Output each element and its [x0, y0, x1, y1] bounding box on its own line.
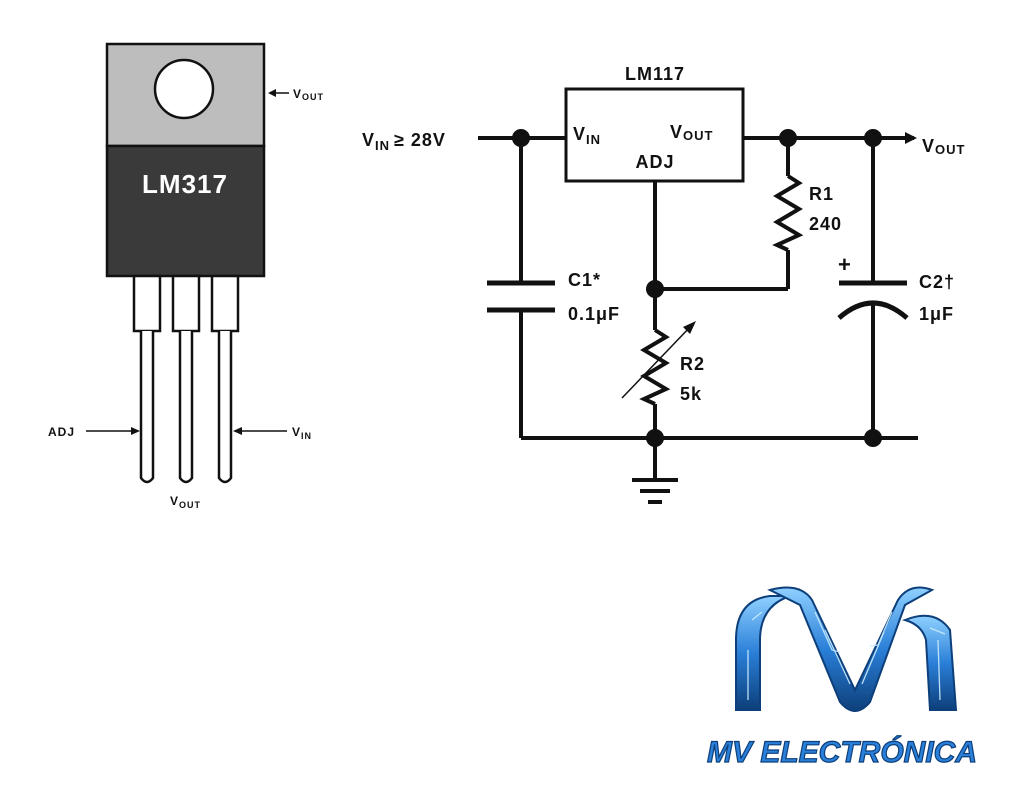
r2-variable-arrow	[621, 324, 693, 399]
pin-vin-sub: IN	[301, 431, 312, 441]
c1-name: C1*	[568, 270, 601, 290]
pin-adj-label: ADJ	[48, 425, 75, 439]
tab-pin-label: V	[293, 87, 302, 101]
r1-resistor	[772, 174, 804, 252]
regulator-schematic: LM117 VIN VOUT ADJ VIN≥ 28V VOUT C1* 0.1…	[362, 64, 965, 504]
r1-value: 240	[809, 214, 842, 234]
ic-pin-adj-label: ADJ	[635, 152, 674, 172]
mv-logo-mark	[735, 586, 958, 712]
node-ground-c2	[864, 429, 882, 447]
pin-vin-label: V	[292, 425, 301, 439]
svg-text:VIN≥ 28V: VIN ≥ 28V	[362, 130, 446, 153]
ic-pin-vout-label: V	[670, 122, 683, 142]
c2-name: C2†	[919, 272, 955, 292]
pin-vout-label: V	[170, 494, 179, 508]
input-label: V	[362, 130, 375, 150]
svg-text:VOUT: VOUT	[170, 494, 201, 510]
svg-text:VIN: VIN	[573, 124, 601, 147]
output-arrow	[905, 132, 917, 144]
ic-pin-vout-sub: OUT	[683, 128, 713, 143]
c2-value: 1μF	[919, 304, 954, 324]
node-ground-r2	[646, 429, 664, 447]
pin-vin-shoulder	[210, 274, 240, 333]
output-sub: OUT	[935, 142, 965, 157]
r2-name: R2	[680, 354, 705, 374]
ic-pin-vin-sub: IN	[586, 132, 601, 147]
package-part-label: LM317	[142, 169, 228, 199]
ic-title: LM117	[625, 64, 685, 84]
svg-text:VOUT: VOUT	[922, 136, 965, 157]
brand-name: MV ELECTRÓNICA	[707, 735, 977, 769]
package-pins	[132, 274, 240, 484]
circuit-traces	[747, 611, 946, 701]
brand-logo: MV ELECTRÓNICA	[706, 586, 978, 770]
vin-pin-callout: VIN	[233, 425, 312, 441]
tab-pin-sub: OUT	[302, 92, 324, 102]
pin-adj-shoulder	[132, 274, 162, 333]
c1-value: 0.1μF	[568, 304, 620, 324]
package-body	[105, 144, 266, 278]
pin-vout-sub: OUT	[179, 500, 201, 510]
to220-package: LM317 VOUT ADJ VIN VOUT	[48, 42, 324, 510]
pin-vout-shoulder	[171, 274, 201, 333]
ic-pin-vin-label: V	[573, 124, 586, 144]
pin-vin-lead	[217, 331, 233, 484]
c2-polarity: +	[838, 252, 852, 277]
r1-name: R1	[809, 184, 834, 204]
ground-symbol	[632, 478, 678, 504]
svg-text:VOUT: VOUT	[670, 122, 713, 143]
input-sub: IN	[375, 138, 390, 153]
adj-pin-callout: ADJ	[48, 425, 140, 439]
pin-vout-lead	[178, 331, 194, 484]
mounting-hole	[153, 58, 215, 120]
r2-resistor	[639, 328, 671, 406]
r2-arrow-head	[683, 321, 696, 334]
svg-text:VOUT: VOUT	[293, 87, 324, 102]
input-condition: ≥ 28V	[394, 130, 446, 150]
pin-adj-lead	[139, 331, 155, 484]
tab-vout-callout: VOUT	[268, 87, 324, 102]
svg-text:VIN: VIN	[292, 425, 312, 441]
r2-value: 5k	[680, 384, 702, 404]
output-label: V	[922, 136, 935, 156]
